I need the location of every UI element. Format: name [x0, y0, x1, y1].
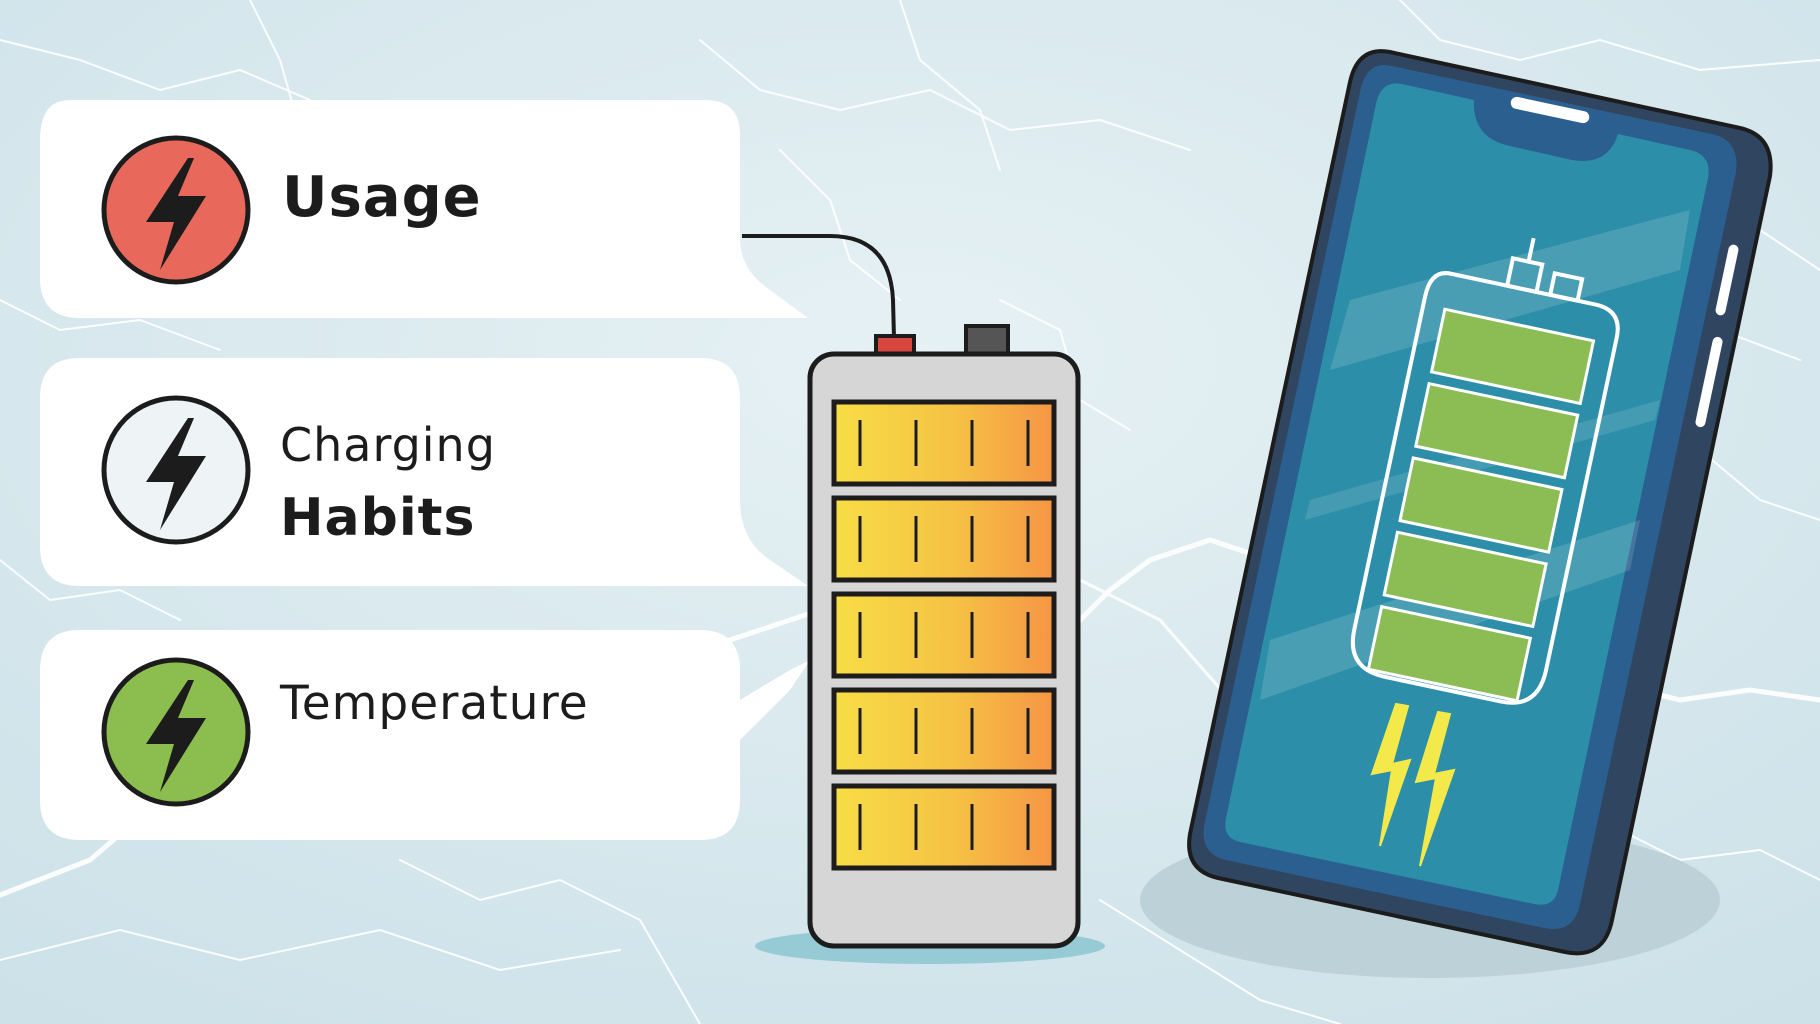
phone-battery-cell [1429, 307, 1596, 406]
lightning-bolt-icon [1414, 710, 1456, 867]
cable [742, 234, 896, 339]
lightning-bolt-icon [146, 680, 206, 792]
factor-label-temperature: Temperature [280, 676, 589, 731]
factor-label-habits: Habits [280, 488, 476, 548]
phone-battery-cell [1413, 381, 1580, 480]
phone-side-button [1715, 244, 1739, 316]
phone-battery-cell [1366, 604, 1533, 703]
phone-side-button [1695, 336, 1723, 428]
lightning-bolt-icon [146, 158, 206, 270]
lightning-bolt-icon [1370, 702, 1412, 847]
phone-speaker [1510, 96, 1590, 124]
factor-label-usage: Usage [282, 165, 482, 230]
factor-card-temperature [40, 630, 810, 840]
phone-battery-cell [1382, 530, 1548, 629]
lightning-bolt-icon [146, 418, 206, 530]
factor-card-usage [40, 100, 808, 318]
battery-cell [831, 591, 1057, 679]
battery-cell [831, 687, 1057, 775]
phone-battery-cell [1398, 456, 1564, 554]
battery-cell [831, 783, 1057, 871]
battery-cell [831, 495, 1057, 583]
phone-battery-icon [1350, 237, 1620, 705]
factor-label-charging: Charging [280, 418, 496, 472]
battery-pack [755, 324, 1105, 964]
smartphone [1140, 49, 1773, 978]
factor-card-charging-habits [40, 358, 808, 586]
battery-cell [831, 399, 1057, 487]
